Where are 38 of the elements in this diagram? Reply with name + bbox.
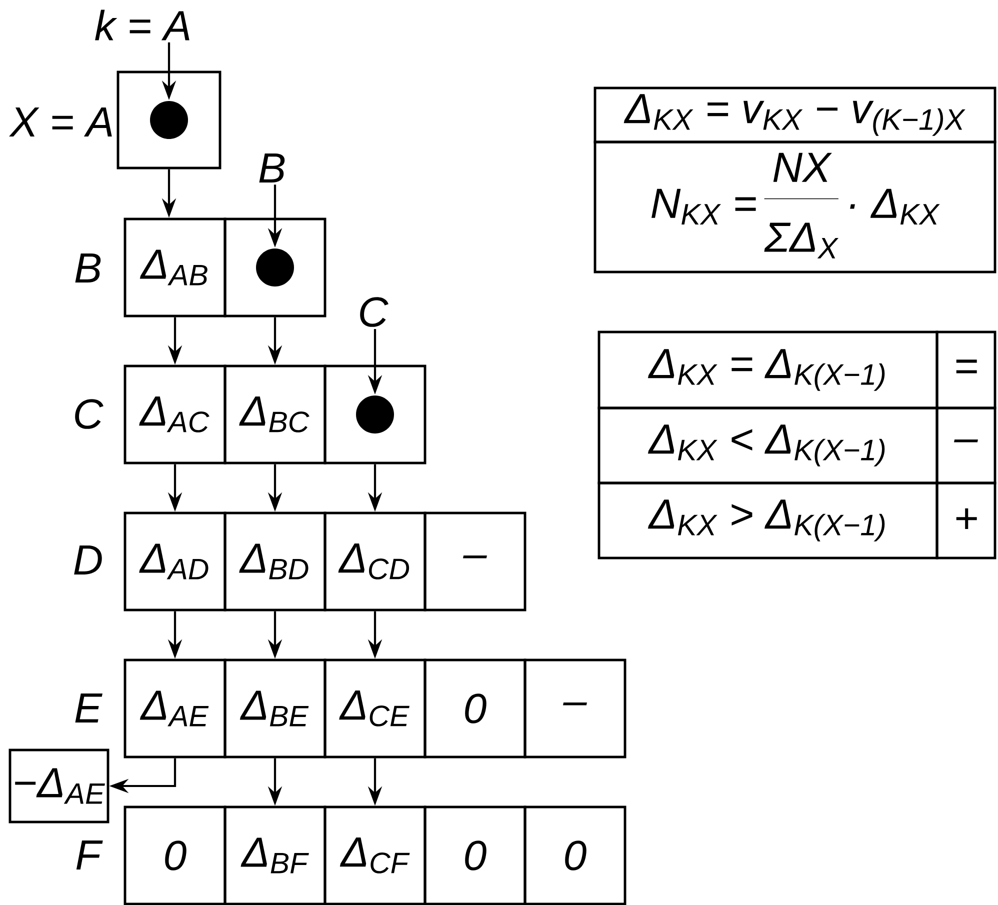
index-label: B [259,153,285,182]
matrix-cell: 0 [124,806,226,905]
row-label: D [74,545,102,574]
formula-cell: = [936,330,996,410]
matrix-cell: Δ$_{CE}$ [324,658,426,758]
matrix-cell: Δ$_{AD}$ [124,512,226,612]
matrix-cell: Δ$_{AC}$ [124,364,226,464]
dot-cell [116,70,222,170]
matrix-cell: 0 [524,806,626,905]
matrix-cell: – [524,658,626,758]
row-label: F [76,840,103,870]
dot-cell [224,218,326,318]
matrix-cell: Δ$_{BF}$ [224,806,326,905]
matrix-cell: Δ$_{BE}$ [224,658,326,758]
matrix-cell: Δ$_{CD}$ [324,512,426,612]
formula-cell: – [936,406,996,484]
matrix-cell: Δ$_{BC}$ [224,364,326,464]
formula-cell: Δ$_{KX}$ > Δ$_{K(X−1)}$ [598,482,938,560]
matrix-cell: Δ$_{BD}$ [224,512,326,612]
formula-cell: Δ$_{KX}$ < Δ$_{K(X−1)}$ [598,406,938,484]
index-label: k = A [95,10,190,40]
matrix-cell: −Δ$_{AE}$ [8,748,110,824]
row-label: X = A [9,107,112,136]
matrix-cell: 0 [424,806,526,905]
matrix-cell: Δ$_{CF}$ [324,806,426,905]
formula-cell: Δ$_{KX}$ = v$_{KX}$ − v$_{(K−1)X}$ [594,86,996,144]
formula-box: N$_{KX}$ = NX ΣΔ$_{X}$ · Δ$_{KX}$ [594,140,996,274]
formula-cell: Δ$_{KX}$ = Δ$_{K(X−1)}$ [598,330,938,410]
matrix-cell: Δ$_{AB}$ [124,218,226,318]
matrix-cell: 0 [424,658,526,758]
row-label: E [75,693,102,722]
formula-cell: + [936,482,996,560]
row-label: C [75,399,104,429]
matrix-cell: – [424,512,526,612]
matrix-cell: Δ$_{AE}$ [124,658,226,758]
index-label: C [360,297,388,327]
row-label: B [75,253,101,282]
dot-cell [324,364,426,464]
